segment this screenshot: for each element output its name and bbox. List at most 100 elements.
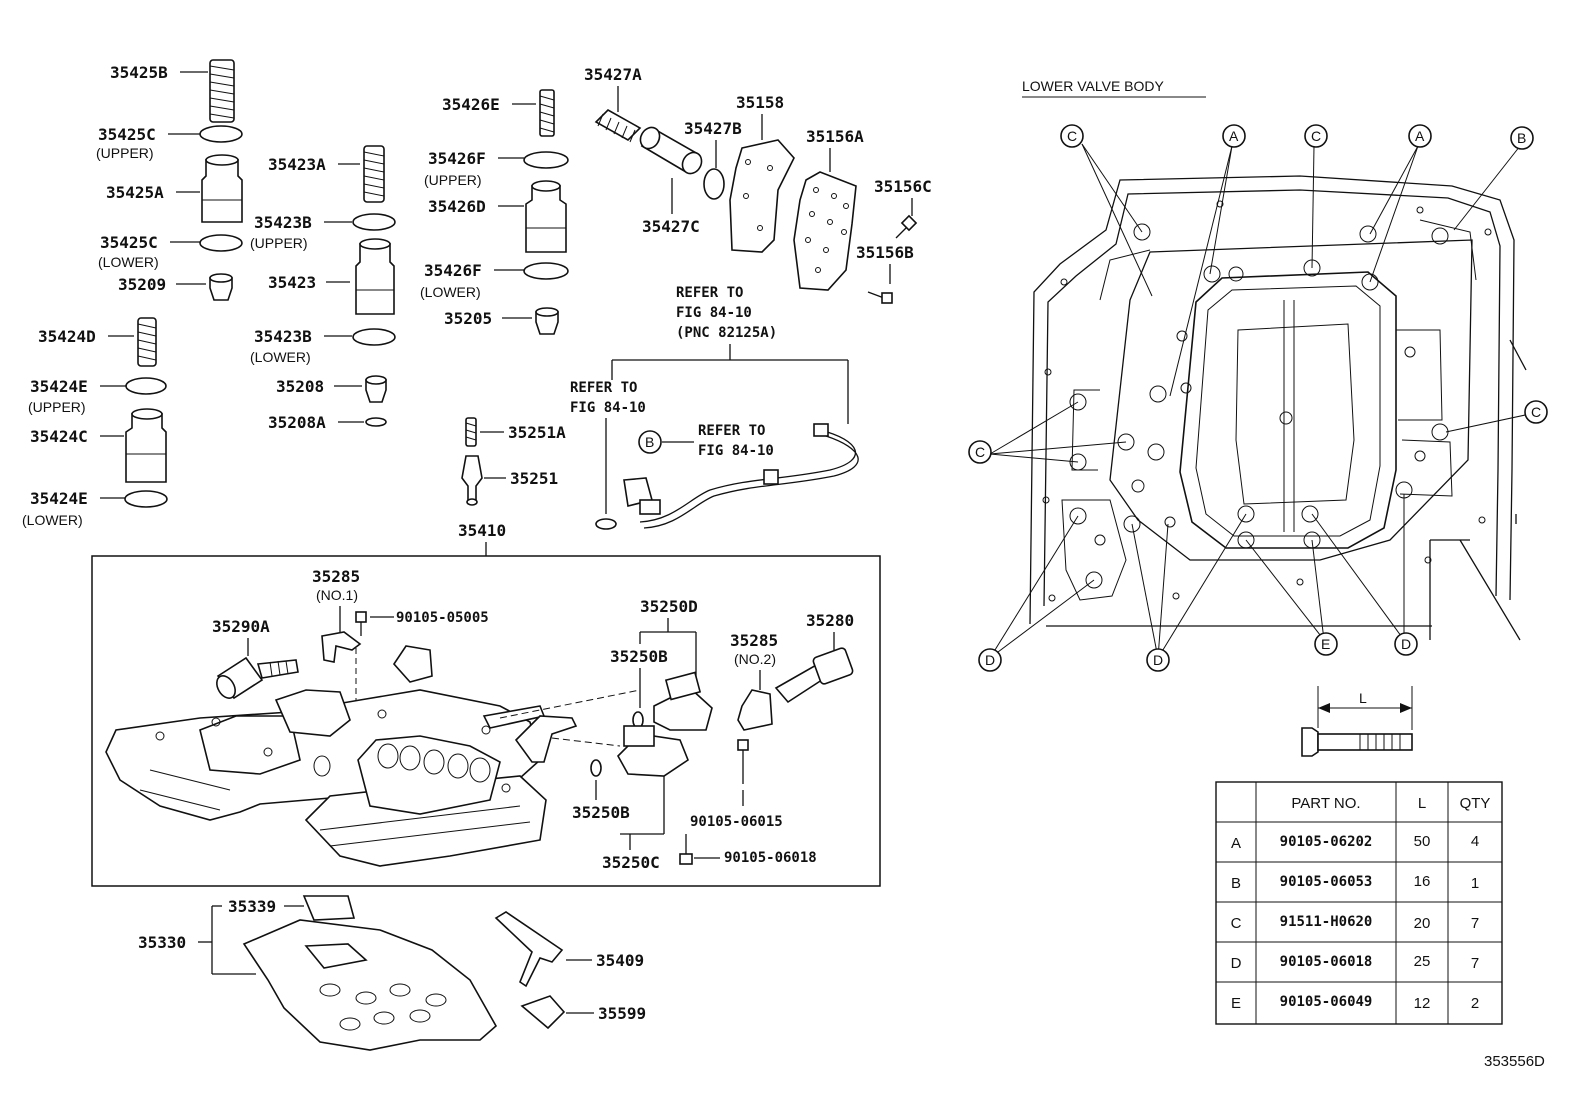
table-cell-key: C [1231, 915, 1242, 932]
plate-35156A [793, 171, 857, 291]
table-cell-key: E [1231, 995, 1241, 1012]
spring-35251A [465, 417, 477, 447]
callout-letter: C [1311, 128, 1321, 144]
table-cell-key: A [1231, 835, 1241, 852]
bolt-table: PART NO. L QTY A 90105-06202 50 4 B 9010… [1215, 781, 1503, 1025]
table-cell-length: 25 [1414, 953, 1431, 970]
label-lower-2: (LOWER) [22, 512, 83, 528]
lvb-callout-A1: A [1222, 124, 1246, 148]
bolt-90105-06018 [679, 834, 693, 865]
table-cell-length: 20 [1414, 915, 1431, 932]
table-row: D 90105-06018 25 7 [1231, 953, 1480, 972]
valve-35251 [461, 455, 483, 506]
wire-harness [623, 423, 859, 529]
lvb-callout-A2: A [1408, 124, 1432, 148]
oring-35425C-upper [199, 125, 243, 143]
drawing-id: 353556D [1484, 1053, 1545, 1070]
sensor-35280 [774, 647, 854, 704]
refer2-line2: FIG 84-10 [570, 400, 646, 416]
lever-35409 [494, 911, 564, 988]
label-35425B: 35425B [110, 63, 168, 82]
sensor-body [639, 499, 661, 515]
spring-35426E [539, 89, 555, 137]
lvb-callout-D2: D [1146, 648, 1170, 672]
oring-35250B-bottom [590, 759, 602, 777]
solenoid-35290A [216, 656, 299, 700]
label-upper-2: (UPPER) [28, 399, 86, 415]
bottom-parts: 35339 35330 35409 35599 [138, 895, 646, 1051]
callout-letter: D [1153, 652, 1163, 668]
label-35424E-upper: 35424E [30, 377, 88, 396]
table-cell-qty: 7 [1471, 915, 1479, 932]
table-header-partno: PART NO. [1291, 795, 1360, 812]
label-35425C-lower: 35425C [100, 233, 158, 252]
clip-35285-no2 [737, 689, 773, 731]
table-cell-qty: 2 [1471, 995, 1479, 1012]
table-row: A 90105-06202 50 4 [1231, 833, 1479, 852]
callout-letter: D [985, 652, 995, 668]
box-contents: 35285 (NO.1) 90105-05005 35290A 35250D 3… [105, 567, 854, 872]
label-90105-05005: 90105-05005 [396, 610, 489, 626]
callout-letter: B [1517, 130, 1526, 146]
label-35426D: 35426D [428, 197, 486, 216]
oring-35426F-lower [523, 262, 569, 280]
label-35156A: 35156A [806, 127, 864, 146]
callout-letter: C [1067, 128, 1077, 144]
lvb-callout-D3: D [1394, 632, 1418, 656]
group-35251: 35251A 35251 [461, 417, 566, 506]
label-lower-1: (LOWER) [98, 254, 159, 270]
table-cell-partno: 90105-06018 [1280, 954, 1373, 970]
label-35250C: 35250C [602, 853, 660, 872]
group-35427: 35427A 35427B 35427C [584, 65, 742, 236]
lvb-callout-C3: C [968, 440, 992, 464]
label-35290A: 35290A [212, 617, 270, 636]
oring-35425C-lower [199, 234, 243, 252]
refer3-line2: FIG 84-10 [698, 443, 774, 459]
oring-35424E-upper [125, 377, 167, 395]
label-35424D: 35424D [38, 327, 96, 346]
spring-35423A [363, 145, 385, 203]
label-35425C-upper: 35425C [98, 125, 156, 144]
label-35424C: 35424C [30, 427, 88, 446]
label-35339: 35339 [228, 897, 276, 916]
label-35427C: 35427C [642, 217, 700, 236]
connector-mid [763, 469, 779, 485]
callout-letter: C [975, 444, 985, 460]
label-35409: 35409 [596, 951, 644, 970]
label-35250B-top: 35250B [610, 647, 668, 666]
table-cell-length: 12 [1414, 995, 1431, 1012]
label-upper-3: (UPPER) [250, 235, 308, 251]
refer1-line3: (PNC 82125A) [676, 325, 777, 341]
oring-35423B-lower [352, 328, 396, 346]
label-90105-06015: 90105-06015 [690, 814, 783, 830]
label-35209: 35209 [118, 275, 166, 294]
label-35427A: 35427A [584, 65, 642, 84]
sleeve-35426D [525, 180, 567, 253]
bolt-90105-06015 [737, 739, 749, 784]
label-35208A: 35208A [268, 413, 326, 432]
label-no2: (NO.2) [734, 651, 776, 667]
label-35410: 35410 [458, 521, 506, 540]
refer2-line1: REFER TO [570, 380, 637, 396]
bolt-35156C [895, 214, 918, 239]
callout-letter: A [1229, 128, 1239, 144]
group-35423: 35423A 35423B (UPPER) 35423 35423B (LOWE… [250, 145, 396, 432]
label-35208: 35208 [276, 377, 324, 396]
group-plates: 35158 35156A 35156C 35156B [729, 93, 932, 304]
label-35205: 35205 [444, 309, 492, 328]
label-35423B-upper: 35423B [254, 213, 312, 232]
lvb-title: LOWER VALVE BODY [1022, 78, 1165, 94]
refer-section: REFER TO FIG 84-10 (PNC 82125A) REFER TO… [570, 285, 859, 530]
marker-B-letter: B [645, 434, 654, 450]
bolt-shank [1317, 733, 1413, 751]
lvb-callout-C1: C [1060, 124, 1084, 148]
label-35251A: 35251A [508, 423, 566, 442]
strainer-35330 [242, 919, 498, 1051]
spring-35425B [209, 59, 235, 123]
table-cell-length: 50 [1414, 833, 1431, 850]
label-lower-4: (LOWER) [420, 284, 481, 300]
lvb-leaders [989, 143, 1531, 659]
plug-35205 [535, 307, 559, 335]
label-35427B: 35427B [684, 119, 742, 138]
